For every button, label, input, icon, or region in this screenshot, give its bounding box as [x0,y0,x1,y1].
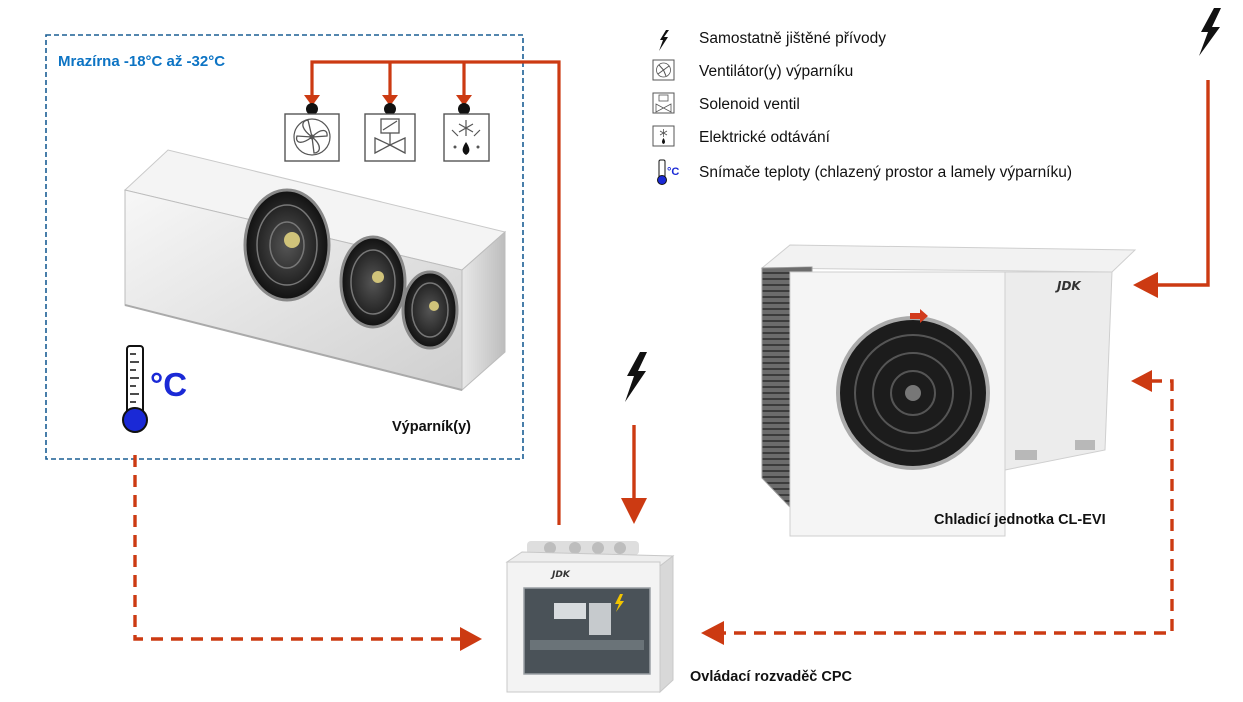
lightning-bolt-icon [659,30,669,51]
legend-item-fan: Ventilátor(y) výparníku [699,63,854,80]
outdoor-unit-caption: Chladicí jednotka CL-EVI [934,512,1106,528]
zone-title: Mrazírna -18°C až -32°C [58,53,226,70]
controller-caption: Ovládací rozvaděč CPC [690,669,852,685]
outdoor-unit-brand: JDK [1057,279,1081,293]
sensor-unit-label: °C [150,366,188,403]
power-feed-outdoor-unit [1133,80,1210,298]
lightning-bolt-icon [1199,8,1221,56]
legend-sensor-unit: °C [667,166,680,178]
defrost-heater-icon [443,113,490,162]
legend-item-defrost: Elektrické odtávání [699,129,830,146]
evaporator-caption: Výparník(y) [392,419,471,435]
defrost-heater-icon [652,125,675,147]
legend-item-power: Samostatně jištěné přívody [699,30,886,47]
solenoid-valve-icon [652,92,675,114]
thermometer-icon [657,159,667,185]
power-feed-controller [621,425,647,524]
controller-cabinet [505,541,675,694]
evaporator-fan-2 [339,235,407,329]
power-wiring-evaporator [310,60,561,525]
evaporator-unit [123,149,507,392]
fan-icon [652,59,675,81]
controller-brand: JDK [552,570,570,580]
legend-item-solenoid: Solenoid ventil [699,96,800,113]
freezer-zone-border [45,34,524,460]
solenoid-valve-icon [364,113,416,162]
communication-line [724,379,1174,635]
lightning-bolt-icon [625,352,647,402]
thermometer-icon [122,345,148,433]
condenser-fan [836,316,990,470]
legend-icons [652,30,675,185]
fan-icon [284,113,340,162]
outdoor-unit [760,244,1137,537]
legend-item-sensor: Snímače teploty (chlazený prostor a lame… [699,164,1073,181]
evaporator-fan-1 [243,188,331,302]
sensor-signal-line [133,455,460,641]
evaporator-fan-3 [401,270,459,350]
